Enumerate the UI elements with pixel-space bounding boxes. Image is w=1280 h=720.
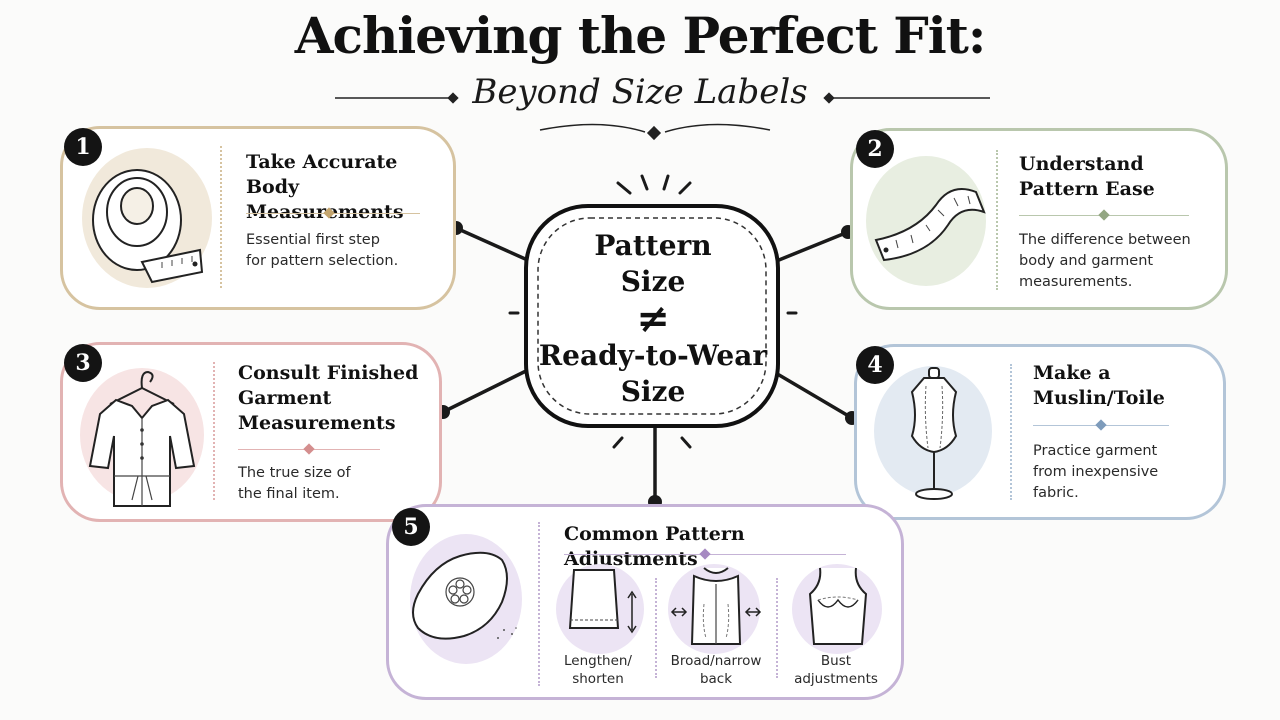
step-number-5: 5 xyxy=(392,508,430,546)
step-4-divider xyxy=(1010,364,1012,500)
dress-form-icon xyxy=(910,367,958,500)
skirt-length-icon xyxy=(568,569,637,634)
step-5-divider xyxy=(538,522,540,686)
page-subtitle: Beyond Size Labels xyxy=(472,72,808,112)
step-number-1: 1 xyxy=(64,128,102,166)
shirt-on-hanger-icon xyxy=(88,370,196,507)
center-box xyxy=(524,204,780,428)
step-4-title: Make a Muslin/Toile xyxy=(1033,362,1165,409)
subtitle-flourish xyxy=(335,97,990,133)
measuring-tape-strip-icon xyxy=(874,188,986,262)
step-4-description: Practice garment from inexpensive fabric… xyxy=(1033,443,1159,501)
bust-icon xyxy=(808,567,868,645)
adjustment-3-label: Bust adjustments xyxy=(794,653,878,687)
center-line-2: Size xyxy=(620,265,686,298)
step-2-title: Understand Pattern Ease xyxy=(1019,153,1155,200)
adjustment-divider-2 xyxy=(776,578,778,678)
adjustment-1-label: Lengthen/ shorten xyxy=(564,653,632,687)
center-line-4: Size xyxy=(620,375,686,408)
center-line-3: Ready-to-Wear xyxy=(538,339,768,372)
tailors-chalk-icon xyxy=(412,551,517,640)
not-equal-symbol: ≠ xyxy=(636,295,670,342)
center-line-1: Pattern xyxy=(594,229,712,262)
center-message: Pattern Size ≠ Ready-to-Wear Size xyxy=(530,228,776,410)
adjustment-2-label: Broad/narrow back xyxy=(670,653,762,687)
step-5-title: Common Pattern Adjustments xyxy=(564,523,745,570)
step-1-description: Essential first step for pattern selecti… xyxy=(246,232,399,269)
step-1-divider xyxy=(220,146,222,288)
back-width-icon xyxy=(670,567,762,645)
adjustment-divider-1 xyxy=(655,578,657,678)
measuring-tape-roll-icon xyxy=(92,169,204,284)
step-3-title: Consult Finished Garment Measurements xyxy=(238,362,419,434)
step-2-description: The difference between body and garment … xyxy=(1019,232,1191,290)
step-number-4: 4 xyxy=(856,346,894,384)
step-number-3: 3 xyxy=(64,344,102,382)
step-3-divider xyxy=(213,362,215,500)
step-3-description: The true size of the final item. xyxy=(238,465,351,502)
page-title: Achieving the Perfect Fit: xyxy=(294,6,987,65)
step-2-divider xyxy=(996,150,998,290)
step-number-2: 2 xyxy=(856,130,894,168)
